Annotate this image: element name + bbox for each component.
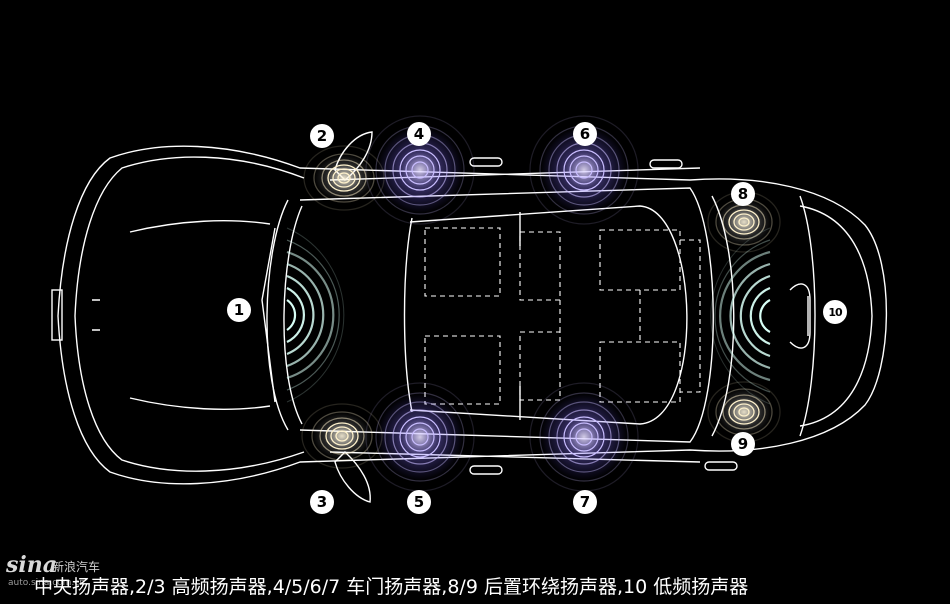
speaker-10 bbox=[710, 227, 771, 405]
logo-cn: 新浪汽车 bbox=[52, 560, 101, 574]
speaker-label-10: 10 bbox=[823, 300, 847, 324]
speaker-label-2: 2 bbox=[310, 124, 334, 148]
car-body bbox=[51, 145, 888, 485]
seats bbox=[424, 227, 701, 405]
logo-url: auto.sina.com.cn bbox=[8, 578, 85, 588]
caption: 中央扬声器,2/3 高频扬声器,4/5/6/7 车门扬声器,8/9 后置环绕扬声… bbox=[34, 576, 749, 598]
speaker-label-3: 3 bbox=[310, 490, 334, 514]
sina-logo: sina 新浪汽车 auto.sina.com.cn bbox=[6, 552, 100, 588]
speaker-3 bbox=[301, 403, 383, 469]
speaker-1 bbox=[286, 227, 345, 403]
speaker-2 bbox=[303, 145, 385, 211]
speaker-label-1: 1 bbox=[227, 298, 251, 322]
logo-brand: sina bbox=[6, 552, 57, 578]
speaker-label-8: 8 bbox=[731, 182, 755, 206]
speaker-6 bbox=[529, 115, 639, 225]
speaker-label-7: 7 bbox=[573, 490, 597, 514]
speaker-label-4: 4 bbox=[407, 122, 431, 146]
speaker-7 bbox=[529, 382, 639, 492]
speaker-label-9: 9 bbox=[731, 432, 755, 456]
speaker-5 bbox=[365, 382, 475, 492]
speaker-label-6: 6 bbox=[573, 122, 597, 146]
speaker-label-5: 5 bbox=[407, 490, 431, 514]
